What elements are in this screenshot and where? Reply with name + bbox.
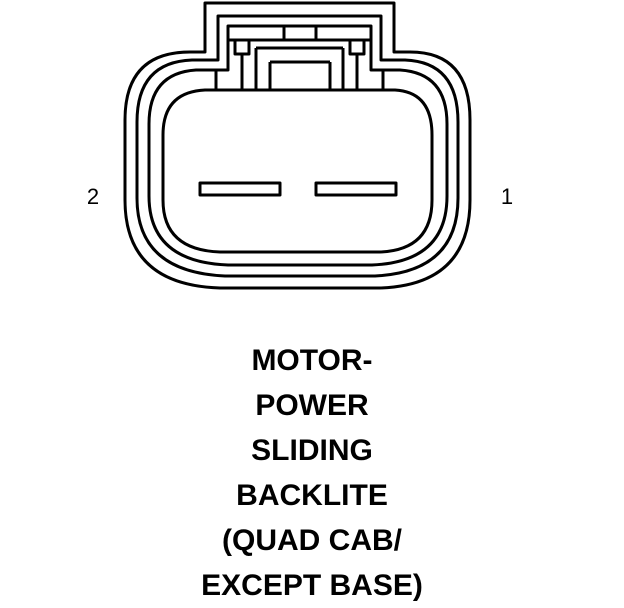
caption-line-6: EXCEPT BASE) bbox=[201, 569, 423, 602]
caption-line-3: SLIDING bbox=[251, 434, 373, 467]
connector-housing-outer bbox=[123, 1, 472, 290]
terminal-pin-2 bbox=[198, 181, 282, 197]
caption-line-2: POWER bbox=[255, 389, 369, 422]
connector-housing-inner bbox=[147, 24, 449, 267]
terminal-pin-1 bbox=[314, 181, 398, 197]
caption-line-1: MOTOR- bbox=[251, 344, 373, 377]
caption-line-4: BACKLITE bbox=[236, 479, 388, 512]
caption-line-5: (QUAD CAB/ bbox=[222, 524, 402, 557]
locking-tab bbox=[214, 26, 385, 90]
pin-label-1: 1 bbox=[501, 184, 513, 209]
connector-caption: MOTOR- POWER SLIDING BACKLITE (QUAD CAB/… bbox=[0, 338, 624, 608]
pin-label-2: 2 bbox=[87, 184, 99, 209]
connector-housing-middle bbox=[135, 14, 460, 278]
connector-face bbox=[161, 88, 434, 254]
